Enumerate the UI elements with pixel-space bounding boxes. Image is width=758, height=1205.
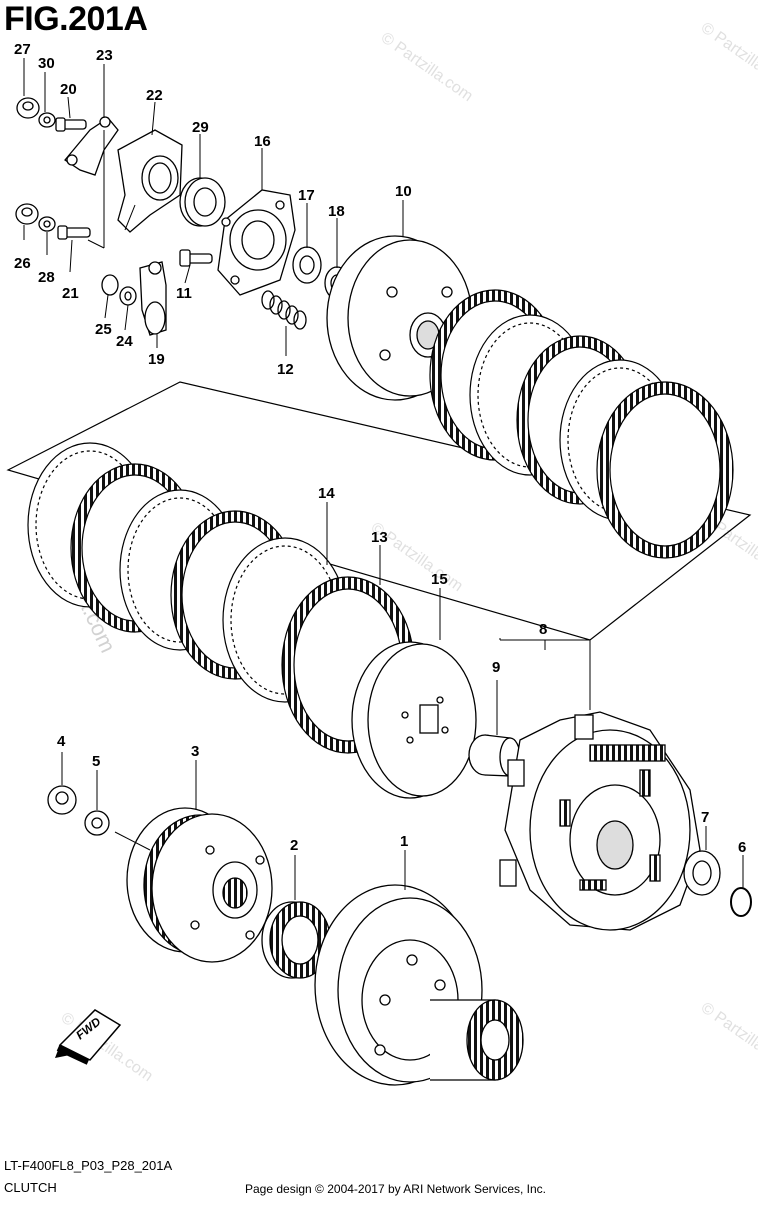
callout-14: 14 [318,485,335,502]
part-22-lever [117,129,183,233]
callout-11: 11 [176,285,192,302]
part-28-washer [38,216,56,232]
callout-22: 22 [146,87,163,104]
callout-19: 19 [148,351,165,368]
callout-25: 25 [95,321,112,338]
callout-27: 27 [14,41,31,58]
callout-21: 21 [62,285,79,302]
part-19-arm [139,261,167,336]
part-23-bracket [64,116,119,176]
callout-6: 6 [738,839,746,856]
callout-3: 3 [191,743,199,760]
part-7-washer [683,850,721,896]
part-24-washer [119,286,137,306]
callout-13: 13 [371,529,388,546]
part-6-circlip [730,887,752,917]
section-name: CLUTCH [4,1180,57,1195]
upper-plate-stack [429,289,734,559]
copyright-notice: Page design © 2004-2017 by ARI Network S… [245,1182,547,1196]
callout-18: 18 [328,203,345,220]
callout-17: 17 [298,187,315,204]
figure-title: FIG.201A [4,0,148,38]
part-21-bolt [57,225,91,240]
plate-stack-outline [6,381,752,641]
part-11-bolt [179,249,213,267]
callout-24: 24 [116,333,133,350]
leader-lines-lower [61,502,744,900]
callout-5: 5 [92,753,100,770]
part-5-washer [84,810,110,836]
fwd-arrow: FWD [55,1009,122,1065]
part-29-bearing [179,177,226,227]
callout-2: 2 [290,837,298,854]
callout-4: 4 [57,733,66,750]
callout-7: 7 [701,809,709,826]
part-15-disc [351,641,477,799]
part-20-screw [55,117,87,132]
part-25-circlip [101,274,119,296]
svg-text:© Partzilla.com: © Partzilla.com [378,29,476,105]
callout-28: 28 [38,269,55,286]
part-3-clutch-hub [126,807,273,963]
part-1-primary-driven-gear [314,884,524,1086]
part-12-springs [261,290,307,330]
callout-9: 9 [492,659,500,676]
svg-text:© Partzilla.com: © Partzilla.com [698,19,758,95]
part-9-spacer [468,734,521,777]
part-27-nut [16,97,40,119]
diagram-code: LT-F400FL8_P03_P28_201A [4,1158,173,1173]
part-30-washer [38,112,56,128]
part-4-nut [47,785,77,815]
callout-10: 10 [395,183,412,200]
callouts: 27 30 20 23 22 29 16 17 18 10 26 28 21 1… [14,41,746,856]
leader-lines-top [23,58,404,356]
callout-15: 15 [431,571,448,588]
callout-23: 23 [96,47,113,64]
friction-plate-upper-3 [596,381,734,559]
callout-20: 20 [60,81,77,98]
callout-12: 12 [277,361,294,378]
part-8-clutch-housing [499,711,701,931]
part-17-nut [292,246,322,284]
callout-1: 1 [400,833,408,850]
callout-26: 26 [14,255,31,272]
callout-29: 29 [192,119,209,136]
callout-8: 8 [539,621,547,638]
callout-30: 30 [38,55,55,72]
part-26-nut [15,203,39,225]
callout-16: 16 [254,133,271,150]
svg-text:© Partzilla.com: © Partzilla.com [698,999,758,1075]
part-16-lifter-plate [217,189,296,296]
